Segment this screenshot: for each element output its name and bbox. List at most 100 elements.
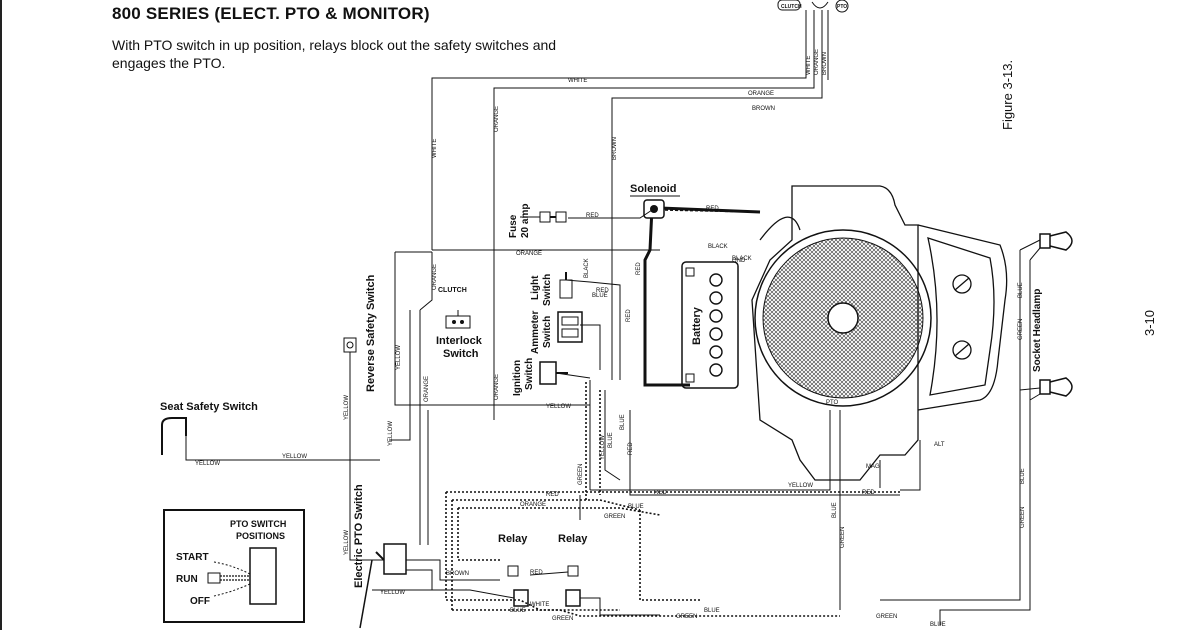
flywheel-outer xyxy=(754,229,932,407)
solenoid xyxy=(630,195,680,219)
svg-text:GREEN: GREEN xyxy=(1020,507,1026,528)
svg-text:GREEN: GREEN xyxy=(604,514,625,520)
svg-text:RED: RED xyxy=(628,442,634,455)
svg-text:ORANGE: ORANGE xyxy=(516,251,542,257)
svg-text:YELLOW: YELLOW xyxy=(282,454,307,460)
fuse-label-2: 20 amp xyxy=(520,204,531,238)
pto-terminal-label: PTO xyxy=(826,400,839,406)
battery-cables xyxy=(643,206,761,387)
svg-text:BROWN: BROWN xyxy=(612,137,618,160)
svg-text:ORANGE: ORANGE xyxy=(520,502,546,508)
svg-text:RED: RED xyxy=(596,288,609,294)
svg-text:ORANGE: ORANGE xyxy=(814,49,820,75)
svg-text:ORANGE: ORANGE xyxy=(494,106,500,132)
ammeter-label-1: Ammeter xyxy=(530,311,541,354)
svg-text:ORANGE: ORANGE xyxy=(748,91,774,97)
electric-pto-switch xyxy=(359,543,407,629)
svg-text:RED: RED xyxy=(654,490,667,496)
battery-label: Battery xyxy=(691,306,703,345)
svg-text:BLUE: BLUE xyxy=(1020,468,1026,484)
ammeter xyxy=(557,311,583,343)
ammeter-label-2: Switch xyxy=(542,316,553,348)
svg-text:BLACK: BLACK xyxy=(732,256,752,262)
svg-text:BROWN: BROWN xyxy=(822,52,828,75)
ignition-label-2: Switch xyxy=(524,358,535,390)
svg-text:GREEN: GREEN xyxy=(578,464,584,485)
wire-labels: WHITE ORANGE BROWN WHITE ORANGE BROWN WH… xyxy=(195,49,1026,628)
light-switch-label-1: Light xyxy=(530,275,541,300)
svg-text:RED: RED xyxy=(586,213,599,219)
svg-text:BLUE: BLUE xyxy=(620,414,626,430)
svg-text:BLUE: BLUE xyxy=(592,293,608,299)
svg-text:WHITE: WHITE xyxy=(530,602,549,608)
headlamp-lower xyxy=(1039,377,1073,397)
svg-text:YELLOW: YELLOW xyxy=(344,395,350,420)
wires xyxy=(185,10,1041,625)
svg-text:WHITE: WHITE xyxy=(568,78,587,84)
light-switch-label-2: Switch xyxy=(542,274,553,306)
svg-text:ORANGE: ORANGE xyxy=(424,376,430,402)
alt-terminal-label: ALT xyxy=(934,442,945,448)
fuse-label-1: Fuse xyxy=(508,214,519,238)
interlock-switch xyxy=(445,310,471,329)
svg-text:YELLOW: YELLOW xyxy=(380,590,405,596)
svg-text:BLUE: BLUE xyxy=(510,608,526,614)
relay-2 xyxy=(565,565,581,607)
relay-1-label: Relay xyxy=(498,533,528,545)
svg-text:BLACK: BLACK xyxy=(584,258,590,278)
svg-text:BLUE: BLUE xyxy=(832,502,838,518)
light-switch xyxy=(559,272,573,299)
socket-headlamp-label: Socket Headlamp xyxy=(1032,289,1043,372)
svg-text:RED: RED xyxy=(862,490,875,496)
svg-text:WHITE: WHITE xyxy=(806,56,812,75)
svg-text:BROWN: BROWN xyxy=(446,571,469,577)
clutch-label: CLUTCH xyxy=(438,287,467,294)
seat-safety-label: Seat Safety Switch xyxy=(160,401,258,413)
mag-terminal-label: MAG xyxy=(866,464,880,470)
svg-text:YELLOW: YELLOW xyxy=(344,530,350,555)
svg-text:GREEN: GREEN xyxy=(552,616,573,622)
pto-off-label: OFF xyxy=(190,596,210,607)
solenoid-label: Solenoid xyxy=(630,183,676,195)
ignition-label-1: Ignition xyxy=(512,360,523,396)
diagram-note: With PTO switch in up position, relays b… xyxy=(112,37,557,71)
electric-pto-label: Electric PTO Switch xyxy=(353,484,365,588)
svg-text:BLUE: BLUE xyxy=(704,608,720,614)
svg-text:BLACK: BLACK xyxy=(708,244,728,250)
svg-text:GREEN: GREEN xyxy=(840,527,846,548)
engine xyxy=(751,185,1008,481)
seat-safety-switch xyxy=(161,417,187,455)
headlamp-upper xyxy=(1039,231,1073,251)
gnd-label: GND xyxy=(732,258,746,264)
svg-text:ORANGE: ORANGE xyxy=(494,374,500,400)
svg-text:BLUE: BLUE xyxy=(1018,282,1024,298)
reverse-safety-label: Reverse Safety Switch xyxy=(365,274,377,392)
fuse xyxy=(539,211,567,223)
battery xyxy=(681,261,739,389)
svg-text:YELLOW: YELLOW xyxy=(600,435,606,460)
svg-text:BLUE: BLUE xyxy=(930,622,946,628)
pto-positions-title-1: PTO SWITCH xyxy=(230,519,286,529)
interlock-label-2: Switch xyxy=(443,348,479,360)
interlock-label-1: Interlock xyxy=(436,335,483,347)
pto-positions-inset xyxy=(163,509,305,623)
top-clutch-label: CLUTCH xyxy=(781,4,802,10)
svg-text:RED: RED xyxy=(706,206,719,212)
top-pto-label: PTO xyxy=(837,4,847,10)
pto-positions-title-2: POSITIONS xyxy=(236,531,285,541)
top-connectors xyxy=(777,0,849,13)
svg-text:YELLOW: YELLOW xyxy=(388,421,394,446)
svg-text:RED: RED xyxy=(636,262,642,275)
reverse-safety-switch xyxy=(343,337,357,353)
pto-start-label: START xyxy=(176,552,209,563)
ignition-switch xyxy=(539,361,568,385)
svg-text:WHITE: WHITE xyxy=(432,139,438,158)
flywheel-hub xyxy=(827,302,859,334)
svg-text:RED: RED xyxy=(546,492,559,498)
svg-text:BLUE: BLUE xyxy=(608,432,614,448)
svg-text:YELLOW: YELLOW xyxy=(546,404,571,410)
svg-text:GREEN: GREEN xyxy=(1018,319,1024,340)
relay-2-label: Relay xyxy=(558,533,588,545)
svg-text:GREEN: GREEN xyxy=(676,614,697,620)
